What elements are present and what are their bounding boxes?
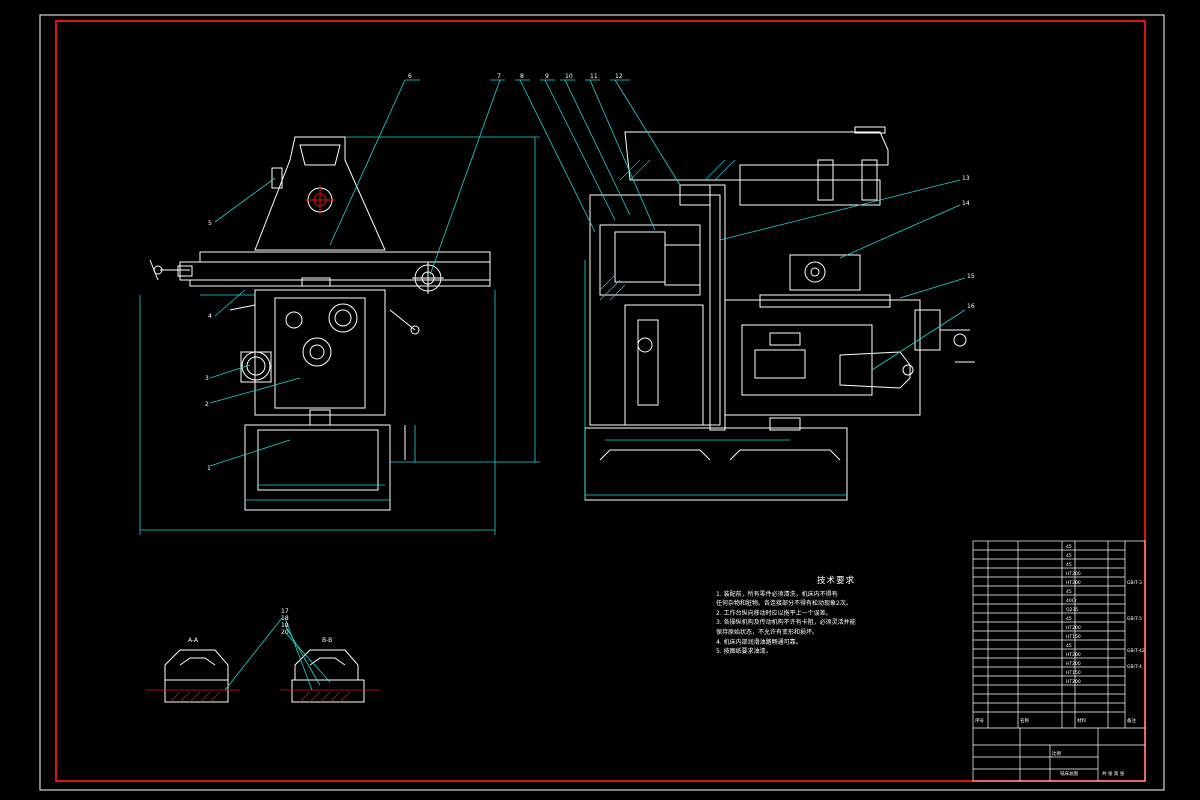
balloon-5: 5	[208, 220, 212, 227]
tech-line-3: 2. 工作台纵向移动时应以拖平上一个误差。	[716, 609, 832, 617]
material-cell: 45	[1066, 553, 1072, 559]
balloon-18: 18	[281, 615, 289, 622]
drawing-title: 铣床总图	[1060, 770, 1078, 777]
balloon-16: 16	[967, 303, 975, 310]
material-cell: Q235	[1066, 607, 1078, 613]
parts-materials: 45 45 45 HT200 HT200 45 40Cr Q235 45 HT2…	[975, 544, 1145, 777]
head-hatch	[599, 159, 736, 301]
balloon-labels: 1 2 3 4 5 6 7 8 9 10 11 12 13 14 15 16	[205, 73, 975, 472]
header-remark: 备注	[1127, 717, 1136, 724]
balloon-13: 13	[962, 175, 970, 182]
balloon-1: 1	[207, 465, 211, 472]
material-cell: 45	[1066, 589, 1072, 595]
balloon-15: 15	[967, 273, 975, 280]
section-leaders	[224, 617, 331, 691]
balloon-12: 12	[615, 73, 623, 80]
balloon-9: 9	[545, 73, 549, 80]
section-text: A-A B-B 17 18 19 20	[188, 608, 332, 644]
tech-line-4: 3. 各操纵机构及传动机构不许有卡阻，必须灵活并能	[716, 619, 856, 627]
front-dimensions	[139, 136, 540, 535]
material-cell: 45	[1066, 643, 1072, 649]
title-block	[972, 540, 1146, 782]
note-cell: GB/T-3	[1127, 580, 1142, 586]
tech-line-1: 1. 装配前，所有零件必须清洗，机床内不得有	[716, 590, 838, 598]
material-cell: HT150	[1066, 670, 1081, 676]
tech-line-7: 5. 按图纸要求油漆。	[716, 648, 772, 656]
technical-requirements: 技术要求 1. 装配前，所有零件必须清洗，机床内不得有 任何杂物和脏物。各连接部…	[716, 576, 956, 657]
material-cell: 45	[1066, 544, 1072, 550]
material-cell: HT200	[1066, 580, 1081, 586]
tech-line-5: 保持原始状态，不允许有变形和损坏。	[716, 628, 819, 636]
balloon-11: 11	[590, 73, 598, 80]
front-view	[149, 136, 491, 511]
material-cell: HT200	[1066, 679, 1081, 685]
section-label-a: A-A	[188, 637, 199, 644]
material-cell: HT200	[1066, 661, 1081, 667]
tech-line-6: 4. 机床内部润滑油路畅通可靠。	[716, 638, 802, 646]
header-material: 材料	[1077, 717, 1086, 724]
material-cell: 45	[1066, 562, 1072, 568]
material-cell: HT200	[1066, 652, 1081, 658]
section-hatch	[145, 689, 380, 703]
balloon-20: 20	[281, 629, 289, 636]
sheet-count: 共 张 第 张	[1102, 770, 1125, 777]
material-cell: 45	[1066, 616, 1072, 622]
side-dimensions	[584, 260, 847, 500]
material-cell: HT200	[1066, 625, 1081, 631]
outer-frame	[39, 14, 1165, 791]
section-label-b: B-B	[322, 637, 332, 644]
material-cell: 40Cr	[1066, 598, 1077, 604]
tech-title: 技术要求	[816, 576, 855, 586]
inner-frame	[55, 20, 1146, 782]
balloon-3: 3	[205, 375, 209, 382]
balloon-19: 19	[281, 622, 289, 629]
balloon-8: 8	[520, 73, 524, 80]
header-seq: 序号	[975, 717, 984, 724]
balloon-6: 6	[408, 73, 412, 80]
balloon-4: 4	[208, 313, 212, 320]
balloon-2: 2	[205, 401, 209, 408]
section-views	[164, 649, 365, 703]
material-cell: HT200	[1066, 571, 1081, 577]
balloon-17: 17	[281, 608, 289, 615]
note-cell: GB/T-4	[1127, 664, 1142, 670]
note-cell: GB/T-5	[1127, 616, 1142, 622]
material-cell: HT150	[1066, 634, 1081, 640]
side-view	[584, 126, 975, 501]
tech-line-2: 任何杂物和脏物。各连接部分不得有松动现象2次。	[716, 600, 852, 608]
balloon-7: 7	[497, 73, 501, 80]
front-leaders	[209, 79, 505, 467]
side-leaders	[515, 79, 966, 371]
header-name: 名称	[1020, 717, 1029, 724]
note-cell: GB/T-42	[1127, 648, 1145, 654]
scale-label: 比例	[1052, 750, 1061, 757]
balloon-14: 14	[962, 200, 970, 207]
balloon-10: 10	[565, 73, 573, 80]
